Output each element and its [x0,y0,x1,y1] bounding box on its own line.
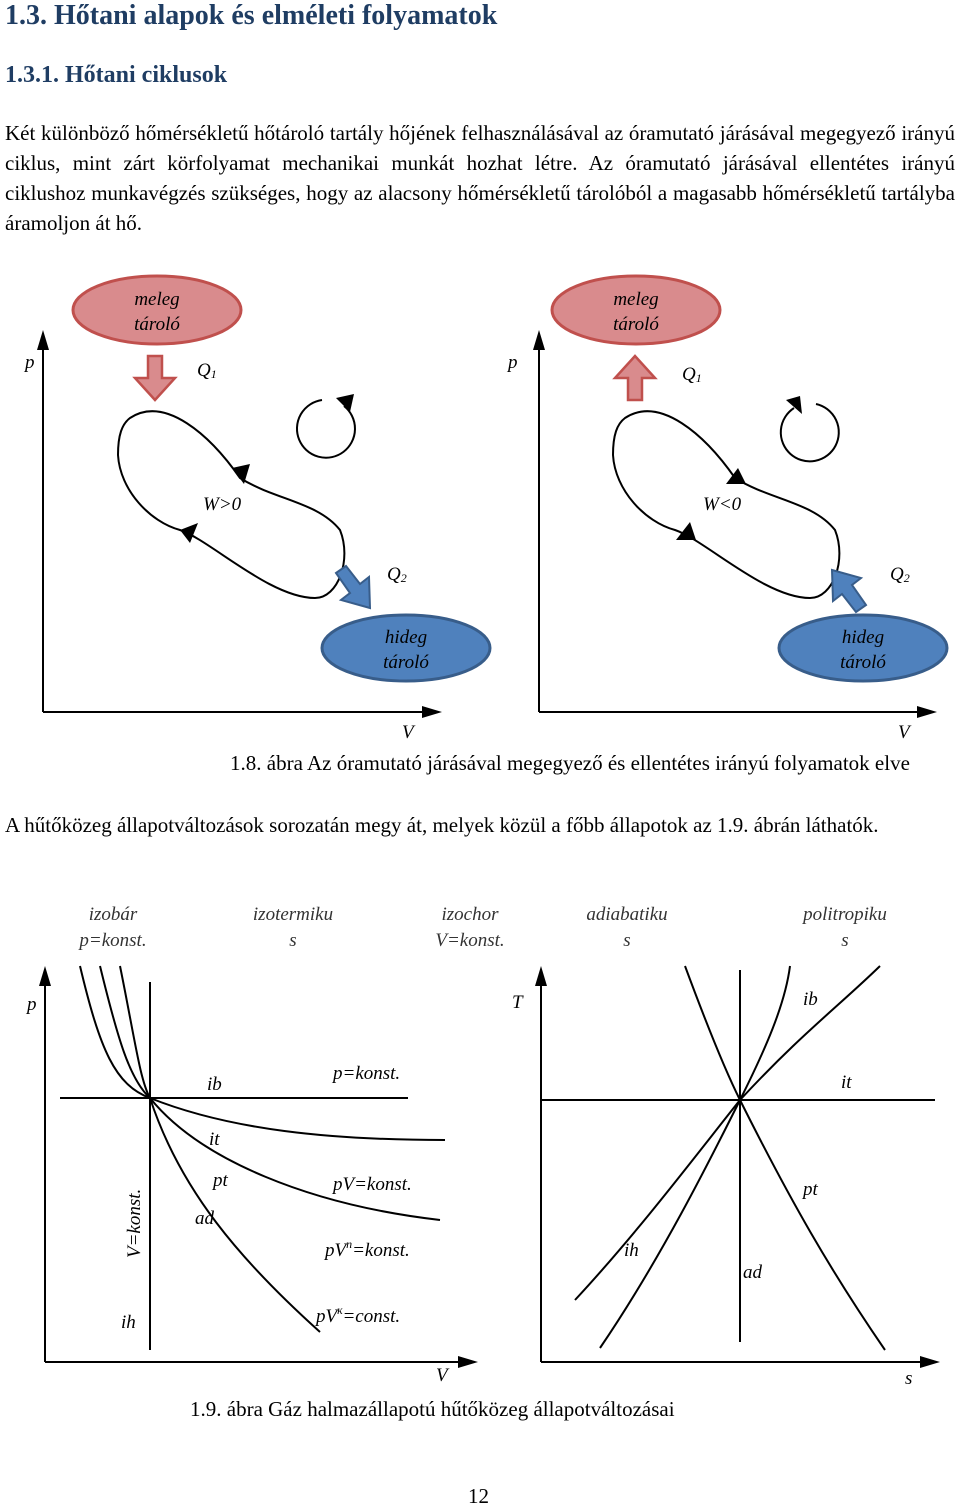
p-axis-label: p [506,352,518,373]
v-axis-arrow-icon [422,706,442,718]
p-axis-arrow-icon [39,966,51,986]
warm-reservoir-line2: tároló [613,314,659,335]
label-ih: ih [121,1312,136,1333]
header-label-adiabatic-line2: s [623,930,630,951]
cycle-arrowhead-bottom-icon [180,523,198,543]
label-isochor-eq: V=konst. [124,1189,145,1258]
figure-1-8-caption: 1.8. ábra Az óramutató járásával megegye… [230,751,910,775]
cold-reservoir [320,613,492,683]
label-it: it [841,1072,852,1093]
p-axis-label: p [23,352,35,373]
counterclockwise-rotation-icon [779,403,840,463]
polytropic-curve [684,965,886,1351]
cold-reservoir-line2: tároló [383,652,429,673]
q1-label: Q1 [682,364,702,385]
cold-reservoir-line1: hideg [842,627,884,648]
cycle-arrowhead-top-icon [726,468,746,484]
label-ad: ad [195,1208,215,1229]
label-pt: pt [801,1179,819,1200]
figure-1-8: p V meleg tároló Q1 W>0 Q2 hideg tároló … [23,274,949,743]
cold-reservoir [777,613,949,683]
t-axis-label: T [512,992,524,1013]
heat-in-arrow-icon [830,568,868,614]
isotherm-curve [79,965,446,1141]
warm-reservoir-line2: tároló [134,314,180,335]
work-label: W>0 [203,494,242,515]
ts-diagram: T s ib it pt ih ad [512,965,940,1389]
label-adiabatic-eq: pVĸ=const. [314,1303,400,1327]
section-heading: 1.3. Hőtani alapok és elméleti folyamato… [5,0,498,31]
heat-out-arrow-icon [334,564,372,610]
header-label-isobar-line2: p=konst. [77,930,146,951]
v-axis-arrow-icon [917,706,937,718]
diagram-clockwise: p V meleg tároló Q1 W>0 Q2 hideg tároló [23,274,492,743]
label-polytropic-eq: pVn=konst. [323,1237,410,1261]
header-label-isobar-line1: izobár [89,904,138,925]
label-ih: ih [624,1240,639,1261]
v-axis-label: V [402,722,416,743]
p-axis-label: p [25,994,37,1015]
clockwise-rotation-icon [296,399,356,459]
pv-diagram: p V ib p=konst. it pt pV=konst. ad pVn=k… [25,965,478,1386]
header-label-polytropic-line2: s [841,930,848,951]
counterclockwise-rotation-arrowhead-icon [786,396,802,414]
heat-out-arrow-icon [612,354,658,402]
cold-reservoir-line2: tároló [840,652,886,673]
p-axis-arrow-icon [533,330,545,350]
header-label-isotherm-line2: s [289,930,296,951]
warm-reservoir-line1: meleg [613,289,658,310]
header-label-isotherm-line1: izotermiku [253,904,333,925]
t-axis-arrow-icon [535,966,547,986]
q1-label: Q1 [197,360,217,381]
label-isotherm-eq: pV=konst. [331,1174,412,1195]
paragraph-intro: Két különböző hőmérsékletű hőtároló tart… [5,121,955,235]
v-axis-label: V [436,1365,450,1386]
paragraph-states: A hűtőközeg állapotváltozások sorozatán … [5,813,879,837]
warm-reservoir [71,274,243,346]
cold-reservoir-line1: hideg [385,627,427,648]
s-axis-arrow-icon [920,1356,940,1368]
v-axis-arrow-icon [458,1356,478,1368]
p-axis-arrow-icon [37,330,49,350]
q2-label: Q2 [890,564,910,585]
label-pt: pt [211,1170,229,1191]
heat-in-arrow-icon [132,354,178,402]
header-label-adiabatic-line1: adiabatiku [586,904,667,925]
label-ib: ib [803,989,818,1010]
clockwise-rotation-arrowhead-icon [336,394,354,412]
warm-reservoir-line1: meleg [134,289,179,310]
process-header-labels: izobár p=konst. izotermiku s izochor V=k… [77,904,886,951]
counterclockwise-cycle [611,410,841,600]
isochor-curve [599,965,791,1349]
s-axis-label: s [905,1368,912,1389]
work-label: W<0 [703,494,742,515]
figure-1-9-caption: 1.9. ábra Gáz halmazállapotú hűtőközeg á… [190,1397,675,1421]
cycle-arrowhead-bottom-icon [676,522,696,540]
header-label-isochor-line1: izochor [442,904,500,925]
label-ib: ib [207,1074,222,1095]
page-number: 12 [468,1484,489,1508]
subsection-heading: 1.3.1. Hőtani ciklusok [5,62,228,88]
diagram-counterclockwise: p V meleg tároló Q1 W<0 Q2 hideg tároló [506,274,949,743]
q2-label: Q2 [387,564,407,585]
polytropic-curve [99,965,441,1221]
header-label-isochor-line2: V=konst. [435,930,504,951]
header-label-polytropic-line1: politropiku [801,904,887,925]
cycle-arrowhead-top-icon [232,464,250,484]
label-it: it [209,1129,220,1150]
isobar-curve [574,965,881,1301]
label-isobar-eq: p=konst. [331,1063,400,1084]
warm-reservoir [550,274,722,346]
label-ad: ad [743,1262,763,1283]
v-axis-label: V [898,722,912,743]
adiabatic-curve [119,965,321,1333]
